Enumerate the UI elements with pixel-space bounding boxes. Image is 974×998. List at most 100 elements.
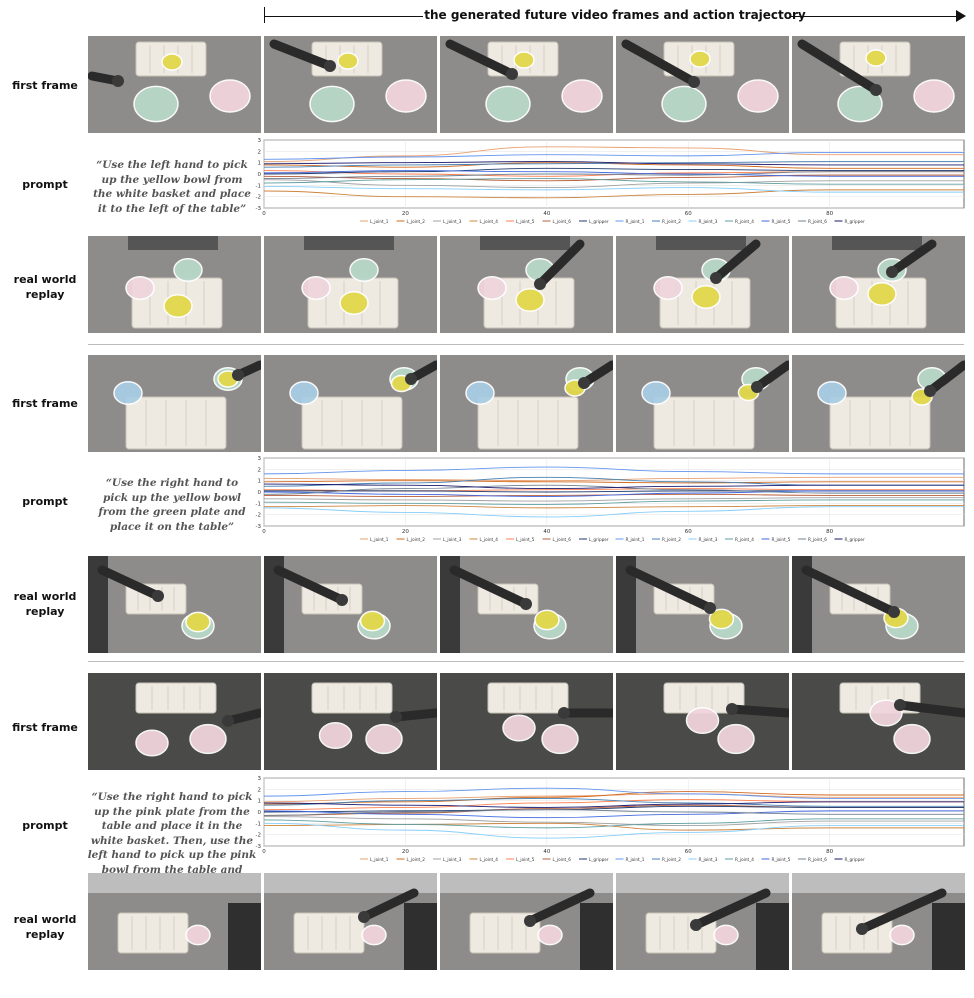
frame-illustration — [88, 556, 261, 653]
robot-base — [228, 903, 261, 970]
legend-entry: R_joint_5 — [772, 537, 791, 542]
robot-arm — [273, 565, 347, 605]
frame-illustration — [264, 36, 437, 133]
wall — [264, 873, 437, 893]
real-world-replay-image — [264, 236, 437, 333]
legend-entry: R_joint_2 — [662, 537, 681, 542]
legend-entry: R_gripper — [845, 537, 865, 542]
green-plate — [173, 258, 203, 282]
y-tick-label: -1 — [256, 183, 261, 189]
legend-entry: L_joint_2 — [407, 537, 426, 542]
frame-illustration — [616, 236, 789, 333]
row-label-real-world: real world — [13, 273, 77, 286]
frame-illustration — [792, 36, 965, 133]
pink-plate — [893, 723, 931, 755]
series-line — [263, 162, 964, 169]
robot-arm — [711, 239, 761, 283]
series-line — [263, 816, 964, 827]
robot-base — [832, 236, 922, 250]
series-line — [263, 178, 964, 185]
x-tick-label: 20 — [402, 849, 409, 855]
robot-gripper — [578, 377, 590, 389]
generated-frame-image — [264, 36, 437, 133]
yellow-bowl — [185, 611, 211, 633]
legend-entry: L_joint_4 — [480, 219, 499, 224]
legend-entry: R_gripper — [845, 857, 865, 862]
legend-entry: R_joint_3 — [699, 857, 718, 862]
pink-plate — [301, 276, 331, 300]
green-plate — [661, 85, 707, 123]
y-tick-label: -2 — [256, 195, 261, 201]
legend-entry: R_joint_5 — [772, 857, 791, 862]
real-world-replay-image — [616, 236, 789, 333]
pink-plate — [889, 924, 915, 946]
pink-plate — [561, 79, 603, 113]
yellow-bowl — [339, 291, 369, 315]
wall — [792, 873, 965, 893]
x-tick-label: 60 — [685, 529, 692, 535]
robot-gripper — [704, 602, 716, 614]
real-world-replay-image — [264, 873, 437, 970]
y-tick-label: 3 — [258, 456, 262, 462]
frame-illustration — [88, 236, 261, 333]
legend-entry: R_joint_4 — [735, 857, 754, 862]
x-tick-label: 60 — [685, 211, 692, 217]
frame-illustration — [792, 873, 965, 970]
frame-illustration — [440, 36, 613, 133]
series-line — [263, 797, 964, 807]
pink-plate — [135, 729, 169, 757]
generated-frame-image — [792, 355, 965, 452]
real-world-replay-image — [616, 873, 789, 970]
pink-plate — [717, 723, 755, 755]
series-line — [263, 189, 964, 199]
legend-entry: R_joint_1 — [626, 219, 645, 224]
frame-illustration — [264, 556, 437, 653]
frame-illustration — [792, 236, 965, 333]
robot-gripper — [324, 60, 336, 72]
frame-illustration — [88, 36, 261, 133]
green-plate — [133, 85, 179, 123]
frame-illustration — [616, 556, 789, 653]
real-world-replay-image — [616, 556, 789, 653]
robot-gripper — [506, 68, 518, 80]
robot-gripper — [894, 699, 906, 711]
series-line — [263, 170, 964, 177]
series-line — [263, 810, 964, 819]
series-line — [263, 483, 964, 490]
x-tick-label: 60 — [685, 849, 692, 855]
robot-arm — [445, 39, 517, 79]
yellow-bowl — [708, 608, 735, 630]
white-basket — [653, 396, 755, 450]
series-line — [263, 506, 964, 518]
frame-illustration — [616, 36, 789, 133]
generated-frame-image — [792, 673, 965, 770]
series-line — [263, 505, 964, 509]
blue-plate — [817, 381, 847, 405]
legend-entry: R_joint_4 — [735, 219, 754, 224]
robot-arm — [525, 888, 595, 926]
header-arrow: the generated future video frames and ac… — [262, 4, 968, 28]
robot-arm — [535, 239, 585, 289]
robot-gripper — [358, 911, 370, 923]
series-line — [263, 480, 964, 484]
robot-gripper — [112, 75, 124, 87]
white-basket — [829, 396, 931, 450]
x-tick-label: 20 — [402, 529, 409, 535]
yellow-bowl — [534, 609, 560, 631]
real-world-replay-image — [88, 236, 261, 333]
legend-entry: R_joint_3 — [699, 219, 718, 224]
pink-plate — [541, 723, 579, 755]
header-arrow-start — [264, 7, 265, 23]
first-frame-image — [88, 673, 261, 770]
robot-arm — [752, 360, 789, 392]
series-line — [263, 805, 964, 813]
y-tick-label: 0 — [258, 490, 262, 496]
x-tick-label: 0 — [262, 211, 266, 217]
robot-base — [440, 556, 460, 653]
robot-base — [128, 236, 218, 250]
y-tick-label: 1 — [258, 479, 262, 485]
white-basket — [301, 396, 403, 450]
row-label-prompt: prompt — [22, 495, 68, 508]
legend-entry: L_gripper — [589, 219, 609, 224]
